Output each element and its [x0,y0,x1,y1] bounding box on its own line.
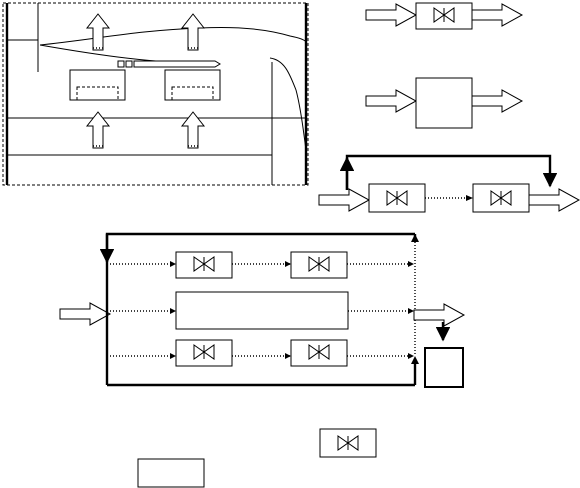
valve-icon [193,256,215,272]
valve-icon [308,344,330,360]
series-valve-line [318,154,580,213]
unit-box [415,77,473,129]
legend-unit-box [137,458,205,488]
panel-border [2,2,309,186]
valve-icon [433,7,455,23]
parallel-network [59,232,465,388]
valve-icon [193,344,215,360]
outlet-arrow-icon [528,188,580,212]
inlet-arrow-icon [365,3,417,27]
collection-tank [424,347,464,388]
plain-unit-line [365,77,523,129]
heater-unit-right [164,69,221,101]
valve-icon [386,190,408,206]
inlet-arrow-icon [59,302,111,326]
outlet-arrow-icon [413,303,465,327]
outlet-arrow-icon [471,3,523,27]
inlet-arrow-icon [365,89,417,113]
single-valve-line [365,2,523,30]
exhaust-arrow-right-icon [181,13,205,51]
inlet-arrow-left-icon [86,111,110,149]
inlet-arrow-icon [318,188,370,212]
legend [137,428,377,488]
valve-icon [490,190,512,206]
valve-icon [308,256,330,272]
inlet-arrow-right-icon [181,111,205,149]
valve-icon [337,435,359,451]
heater-unit-left [69,69,126,101]
schematic-panel [2,2,309,186]
outlet-arrow-icon [471,89,523,113]
valve-box-2 [472,183,530,213]
main-unit-box [175,291,349,330]
exhaust-arrow-left-icon [86,13,110,51]
